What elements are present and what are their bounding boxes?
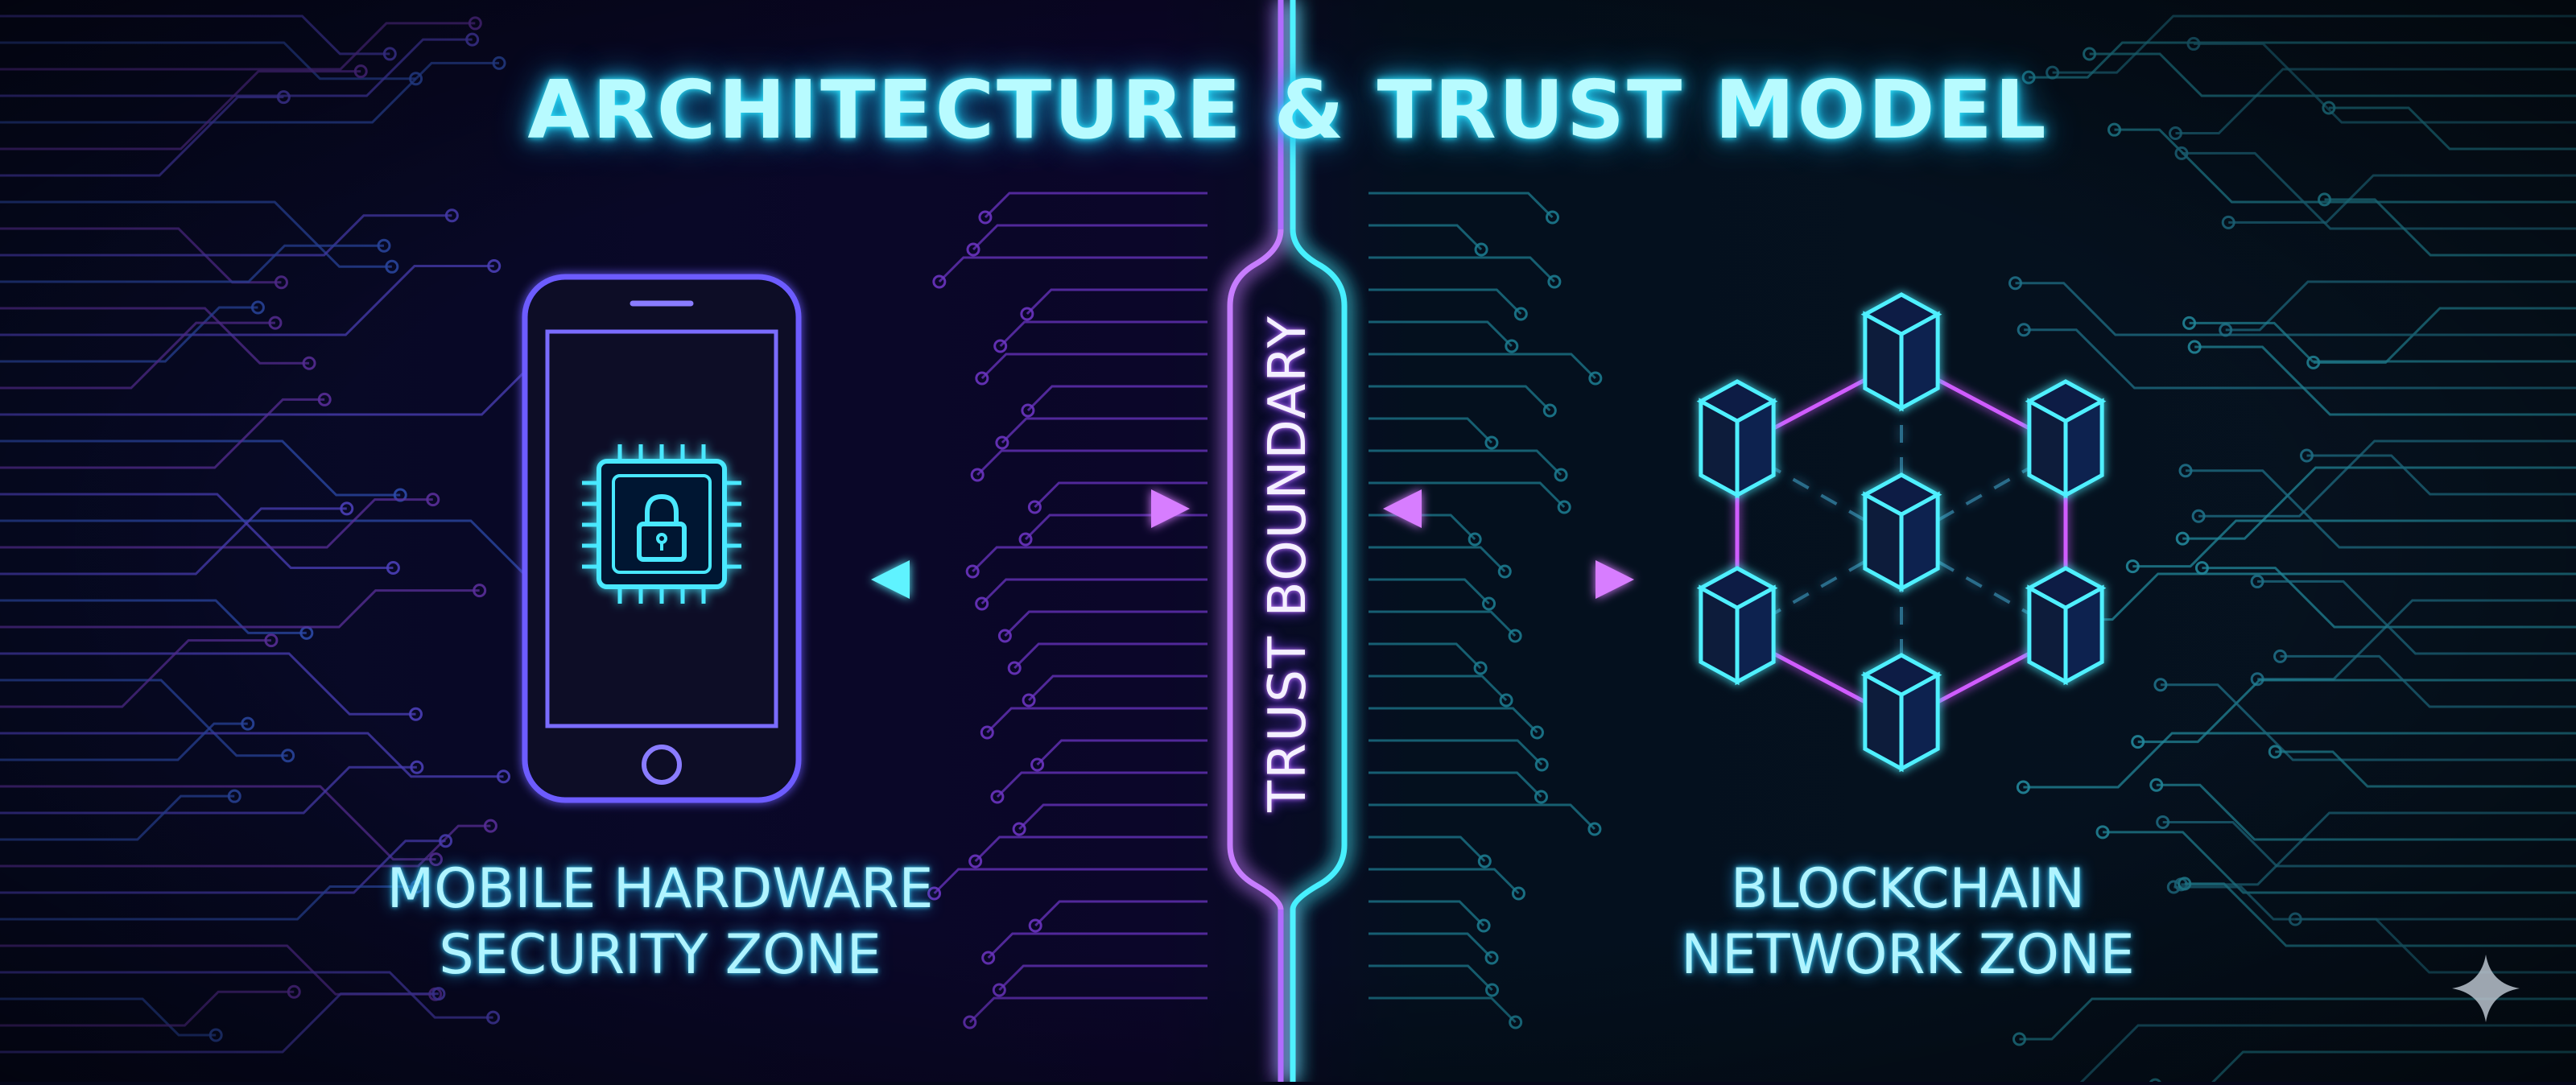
trust-boundary-divider — [1227, 0, 1348, 1082]
mobile-zone-label-line1: MOBILE HARDWARE — [386, 857, 934, 921]
mobile-zone-label: MOBILE HARDWARE SECURITY ZONE — [274, 856, 1046, 988]
trust-boundary-label: TRUST BOUNDARY — [1258, 315, 1318, 812]
block-cube-icon — [1696, 379, 1778, 499]
block-cube-icon — [1860, 292, 1942, 412]
blockchain-network-icon — [1696, 292, 2107, 773]
blockchain-zone-label: BLOCKCHAIN NETWORK ZONE — [1521, 856, 2294, 988]
block-cube-icon — [1696, 566, 1778, 686]
block-cube-icon — [1860, 653, 1942, 773]
page-title: ARCHITECTURE & TRUST MODEL — [527, 63, 2049, 157]
arrow-to-boundary — [874, 489, 1190, 528]
secure-chip-icon — [582, 444, 741, 604]
sparkle-icon — [2452, 955, 2520, 1022]
arrow-from-boundary — [871, 560, 1190, 599]
padlock-icon — [637, 493, 687, 562]
blockchain-zone-label-line1: BLOCKCHAIN — [1730, 857, 2086, 921]
block-cube-icon — [1860, 472, 1942, 592]
arrow-to-blockchain — [1383, 560, 1634, 599]
blockchain-zone-label-line2: NETWORK ZONE — [1681, 923, 2135, 987]
arrow-into-boundary — [1383, 489, 1634, 528]
block-cube-icon — [2025, 566, 2107, 686]
mobile-zone-label-line2: SECURITY ZONE — [439, 923, 881, 987]
block-cube-icon — [2025, 379, 2107, 499]
